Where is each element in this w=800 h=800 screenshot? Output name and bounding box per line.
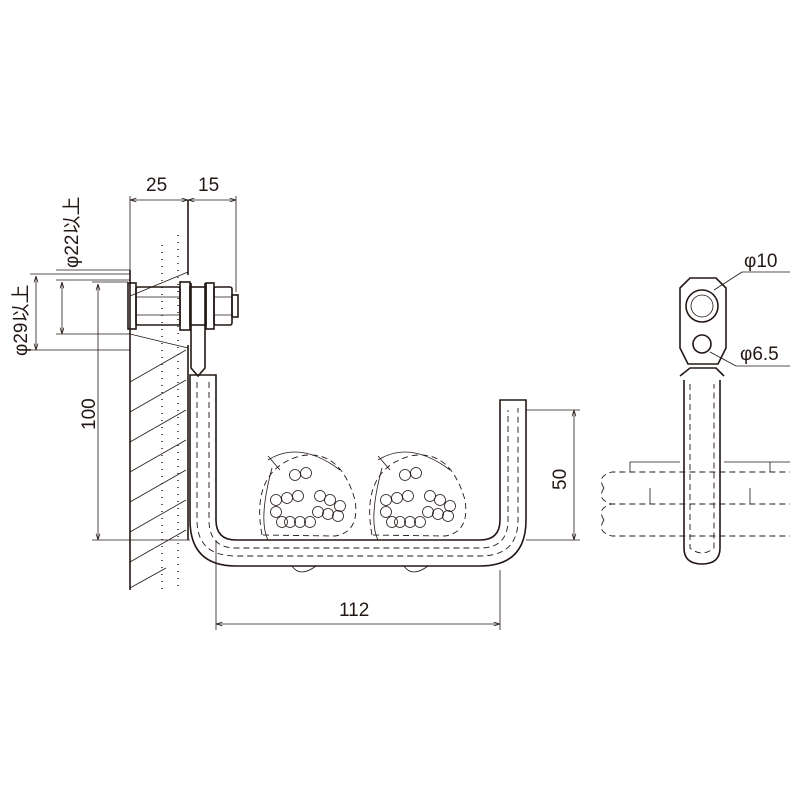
anchor-bolt-assembly [127, 281, 239, 331]
dim-rod-diameter: φ10 [744, 251, 777, 272]
dim-lines-side [709, 271, 790, 367]
hanger-hook [189, 283, 527, 567]
cable-bundle-left [259, 451, 357, 541]
concrete-wall [129, 200, 189, 590]
dim-hole-diameter: φ6.5 [740, 344, 779, 365]
dim-hook-width: 112 [339, 600, 369, 621]
side-view [679, 277, 727, 565]
dim-plate-width: 15 [198, 175, 219, 196]
dim-height: 100 [79, 398, 100, 430]
dim-hole-min: φ22以上 [61, 197, 83, 268]
support-feet [291, 565, 429, 573]
dim-hook-depth: 50 [550, 469, 571, 490]
cable-bundle-right [369, 451, 467, 541]
dim-washer-min: φ29以上 [10, 285, 32, 356]
dim-wall-offset: 25 [146, 175, 167, 196]
side-view-cables [600, 461, 790, 537]
dim-lines-front [30, 196, 580, 630]
